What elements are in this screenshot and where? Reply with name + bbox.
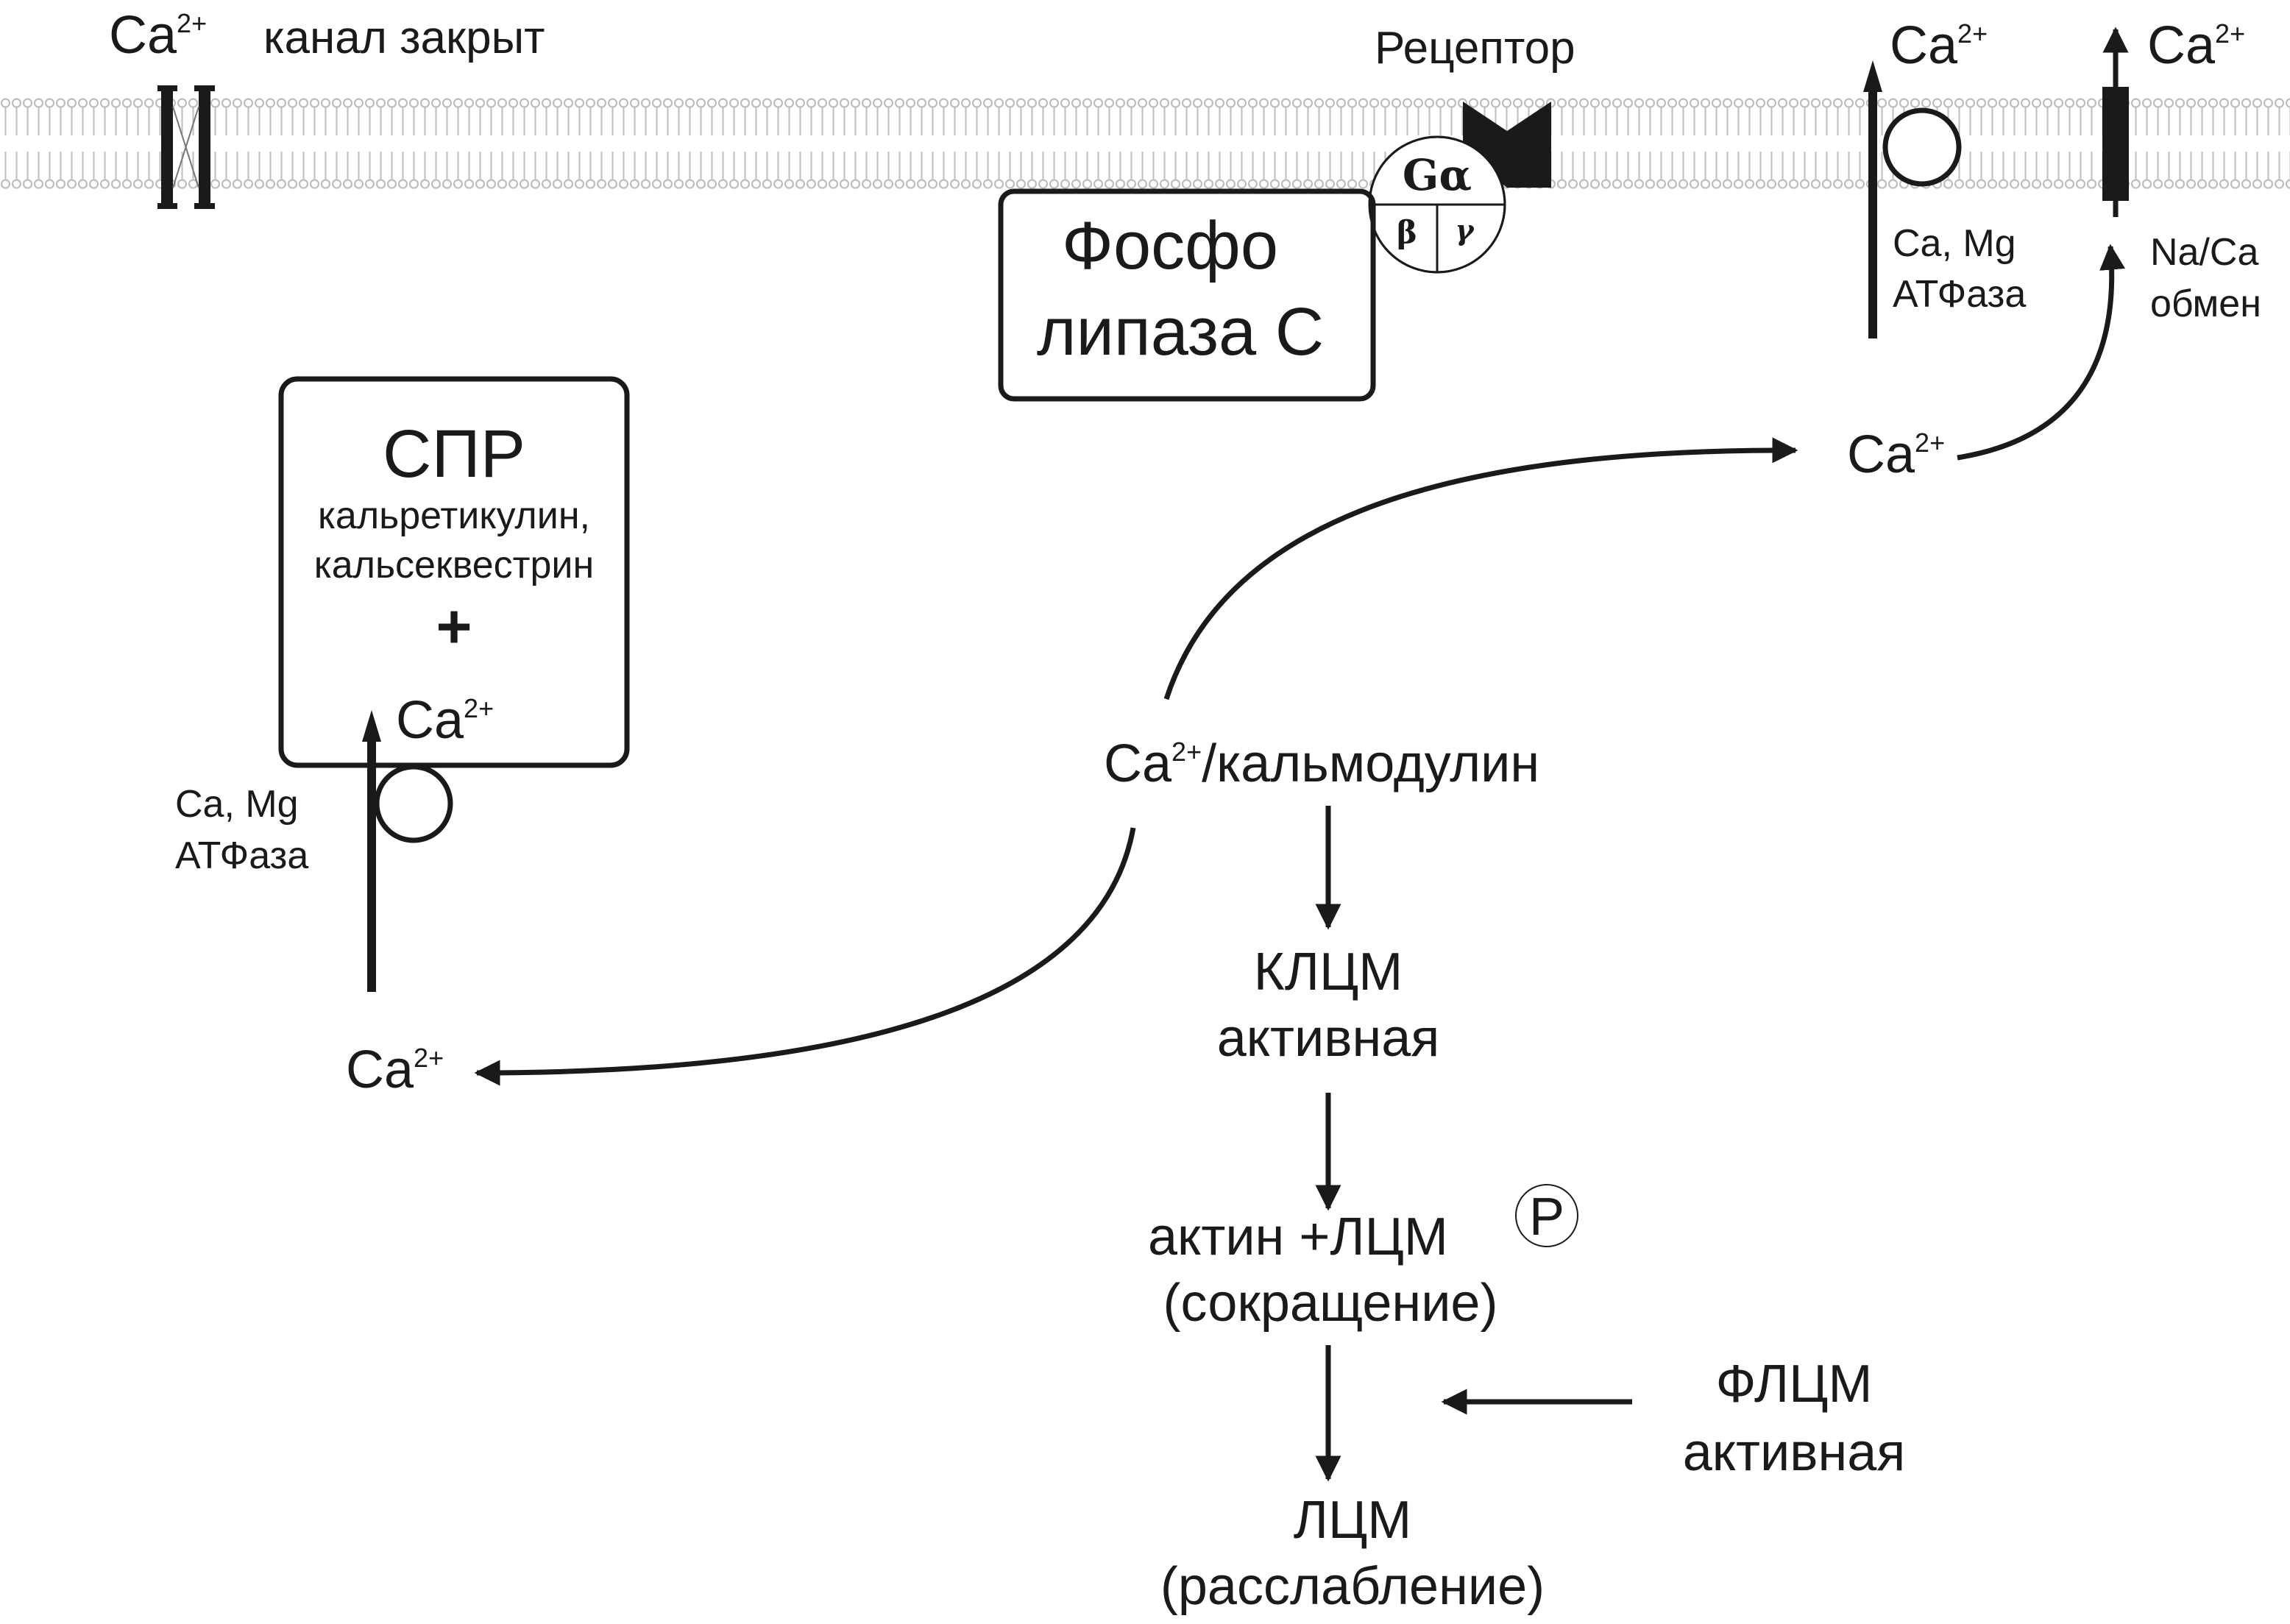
exchanger-label-line1: Na/Ca <box>2150 231 2258 274</box>
phosphate-label: Р <box>1529 1188 1564 1247</box>
phosphate-circle <box>1515 1184 1578 1247</box>
arrow-calmodulin-to-ca-left <box>474 827 1136 1086</box>
arrow-calmodulin-to-ca-right <box>1163 437 1798 701</box>
closed-ca-channel <box>157 85 215 209</box>
g-beta-label: β <box>1397 214 1417 250</box>
spr-box <box>278 376 630 768</box>
sr-atpase-label-line2: АТФаза <box>175 834 308 877</box>
ca-calmodulin-label: Ca2+/кальмодулин <box>1104 734 1539 793</box>
spr-title: СПР <box>383 416 525 492</box>
actin-lcm-label: актин +ЛЦМ <box>1148 1208 1448 1266</box>
exchanger-label-line2: обмен <box>2150 283 2261 325</box>
plc-label-line1: Фосфо <box>1062 208 1278 283</box>
spr-ca-label: Ca2+ <box>396 691 494 750</box>
pump-ca-label: Ca2+ <box>1890 16 1988 75</box>
g-alpha-label: Gα <box>1403 150 1472 200</box>
spr-protein-2: кальсеквестрин <box>314 544 594 586</box>
klcm-label-line2: активная <box>1217 1009 1440 1068</box>
plc-label-line2: липаза С <box>1037 294 1324 369</box>
cytosolic-ca-right-label: Ca2+ <box>1847 425 1945 484</box>
pump-atpase-label-line1: Ca, Mg <box>1893 222 2016 265</box>
arrow-ca-to-exchanger <box>1957 244 2126 461</box>
spr-plus: + <box>436 592 472 661</box>
pump-atpase-label-line2: АТФаза <box>1893 273 2026 316</box>
relaxation-label: (расслабление) <box>1160 1557 1545 1616</box>
phospholipase-c-box <box>998 188 1376 402</box>
contraction-label: (сокращение) <box>1163 1274 1498 1333</box>
receptor-label: Рецептор <box>1375 23 1575 74</box>
channel-ca-label: Ca2+ <box>109 6 207 65</box>
exchanger-ca-label: Ca2+ <box>2147 16 2245 75</box>
membrane-ca-atpase <box>1863 60 1962 338</box>
klcm-label-line1: КЛЦМ <box>1254 943 1403 1001</box>
na-ca-exchanger <box>2102 26 2129 217</box>
cytosolic-ca-left-label: Ca2+ <box>346 1040 444 1099</box>
sr-atpase-label-line1: Ca, Mg <box>175 783 299 826</box>
sr-ca-atpase <box>362 710 453 992</box>
lcm-label: ЛЦМ <box>1294 1491 1412 1550</box>
spr-protein-1: кальретикулин, <box>318 494 590 537</box>
flcm-label-line1: ФЛЦМ <box>1716 1355 1873 1414</box>
flcm-label-line2: активная <box>1683 1423 1906 1482</box>
channel-closed-label: канал закрыт <box>263 13 545 63</box>
g-gamma-label: γ <box>1455 213 1475 247</box>
